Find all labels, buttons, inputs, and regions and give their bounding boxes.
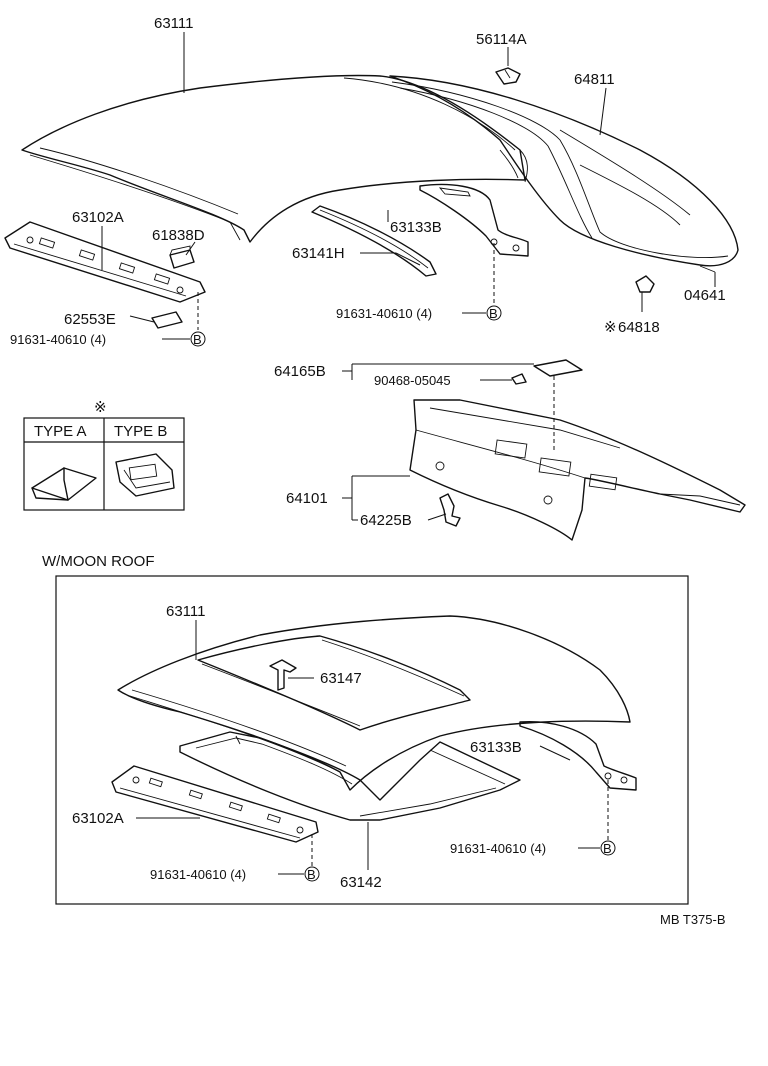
label-64818: 64818 xyxy=(618,319,660,336)
plate-64165b xyxy=(533,359,583,450)
label-bolt-mid: 91631-40610 (4) xyxy=(336,306,432,321)
diagram-code: MB T375-B xyxy=(660,912,726,927)
type-a-pad-shape xyxy=(31,467,97,501)
label-62553e: 62553E xyxy=(64,311,116,328)
lower-leaders xyxy=(342,363,534,521)
b-marker-left: B xyxy=(190,331,206,347)
svg-text:B: B xyxy=(603,841,612,856)
label-bolt-left: 91631-40610 (4) xyxy=(10,332,106,347)
svg-text:B: B xyxy=(489,306,498,321)
moon-roof-sunshade-bracket xyxy=(269,659,297,691)
label-63133b: 63133B xyxy=(390,219,442,236)
mr-b-marker-right: B xyxy=(600,840,616,856)
label-64101: 64101 xyxy=(286,490,328,507)
mr-label-63133b: 63133B xyxy=(470,739,522,756)
pad-62553e xyxy=(151,311,183,329)
pad-61838d xyxy=(169,245,195,269)
weatherstrip-line xyxy=(699,265,716,273)
mr-label-63102a: 63102A xyxy=(72,810,124,827)
moon-roof-frame xyxy=(55,575,689,905)
moon-roof-housing xyxy=(179,731,521,821)
mr-label-63147: 63147 xyxy=(320,670,362,687)
table-star-marker: ※ xyxy=(94,399,107,416)
mr-label-bolt-right: 91631-40610 (4) xyxy=(450,841,546,856)
moon-roof-front-header xyxy=(111,765,319,843)
type-table: ※ TYPE A TYPE B xyxy=(23,399,185,511)
mr-label-63111: 63111 xyxy=(166,603,206,620)
label-04641: 04641 xyxy=(684,287,726,304)
label-63141h: 63141H xyxy=(292,245,345,262)
svg-text:B: B xyxy=(307,867,316,882)
mr-label-63142: 63142 xyxy=(340,874,382,891)
label-64811: 64811 xyxy=(574,71,615,88)
label-61838d: 61838D xyxy=(152,227,205,244)
star-marker-64818: ※ xyxy=(604,319,617,336)
screw-90468 xyxy=(511,373,527,385)
label-90468: 90468-05045 xyxy=(374,373,451,388)
label-64165b: 64165B xyxy=(274,363,326,380)
mr-label-bolt-left: 91631-40610 (4) xyxy=(150,867,246,882)
label-64225b: 64225B xyxy=(360,512,412,529)
moon-roof-rear-header xyxy=(519,720,637,791)
svg-text:B: B xyxy=(193,332,202,347)
back-window-glass xyxy=(389,75,739,267)
type-b-header: TYPE B xyxy=(114,423,167,440)
moon-roof-title: W/MOON ROOF xyxy=(42,553,155,570)
package-tray-panel xyxy=(409,399,746,541)
type-b-bracket-shape xyxy=(115,453,175,497)
roof-panel xyxy=(21,74,528,243)
label-63102a: 63102A xyxy=(72,209,124,226)
mr-b-marker-left: B xyxy=(304,866,320,882)
type-a-header: TYPE A xyxy=(34,423,87,440)
moon-roof-roof-panel xyxy=(117,615,631,791)
b-marker-mid: B xyxy=(486,305,502,321)
label-63111: 63111 xyxy=(154,15,194,32)
label-56114a: 56114A xyxy=(476,31,527,48)
moon-roof-leaders xyxy=(136,620,609,875)
retainer-56114a xyxy=(495,67,521,85)
hook-64225b xyxy=(439,493,461,527)
roof-side-rail xyxy=(311,205,437,277)
front-header-panel xyxy=(4,221,206,303)
clip-64818 xyxy=(635,275,655,293)
upper-leaders xyxy=(101,32,716,340)
